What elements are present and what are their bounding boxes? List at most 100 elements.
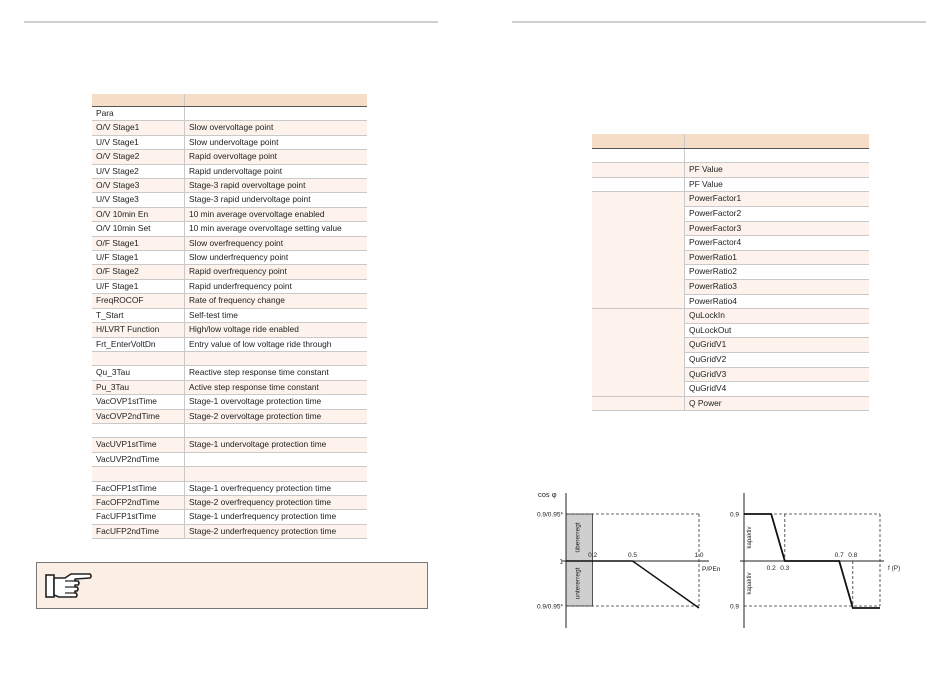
param-cell: Frt_EnterVoltDn [92,337,185,352]
group-cell [592,308,685,397]
param-cell: O/V 10min Set [92,221,185,237]
description-cell: Self-test time [184,308,367,324]
table-row: QuGridV1 [592,337,869,353]
description-cell: Stage-2 overfrequency protection time [184,495,367,511]
setting-cell: PowerRatio4 [684,294,869,310]
param-cell: U/F Stage1 [92,250,185,266]
y-axis-label: cos φ [538,490,557,499]
description-cell [184,423,367,439]
description-cell: Rapid undervoltage point [184,164,367,180]
description-cell: Active step response time constant [184,380,367,396]
setting-cell: PowerFactor1 [684,191,869,207]
y-tick-label: 0.9 [730,604,739,611]
group-cell [592,191,685,310]
param-cell: FacOFP1stTime [92,481,185,496]
description-cell: 10 min average overvoltage enabled [184,207,367,223]
table-row: PF Value [592,162,869,178]
param-cell: FacUFP1stTime [92,509,185,525]
description-cell: Slow overvoltage point [184,120,367,136]
cosphi-power-chart: cos φ0.9/0.95*10.9/0.95*0.20.51.0P/PEmax… [537,490,720,628]
description-cell [184,452,367,468]
description-cell: Stage-1 overvoltage protection time [184,394,367,410]
description-cell: 10 min average overvoltage setting value [184,221,367,237]
param-cell: FacUFP2ndTime [92,524,185,540]
param-cell [92,423,185,439]
description-cell: Rapid overvoltage point [184,149,367,165]
setting-cell: PowerRatio1 [684,250,869,266]
param-cell: Pu_3Tau [92,380,185,396]
table-row [92,423,367,439]
description-cell: Rate of frequency change [184,293,367,309]
setting-cell [684,148,869,164]
table-row [92,351,367,367]
param-cell: U/V Stage1 [92,135,185,151]
setting-cell: QuGridV3 [684,367,869,383]
x-tick-label: 0.2 [588,552,597,559]
table-row: PF Value [592,177,869,193]
setting-cell: Q Power [684,396,869,412]
param-cell: T_Start [92,308,185,324]
region-label: übererregt [574,522,581,552]
header-cell [684,134,869,149]
table-row: PowerRatio1 [592,250,869,266]
param-cell: FreqROCOF [92,293,185,309]
param-cell: U/V Stage3 [92,192,185,208]
table-header [592,134,869,149]
table-row: PowerRatio2 [592,264,869,280]
x-tick-label: 0.3 [780,565,789,572]
param-cell: O/V Stage2 [92,149,185,165]
region-label: untererregt [574,567,581,599]
pointing-hand-icon [45,573,92,598]
description-cell [184,351,367,367]
series-line [744,513,880,609]
setting-cell: PowerRatio3 [684,279,869,295]
setting-cell: PF Value [684,162,869,178]
y-tick-label: 0.9 [730,512,739,519]
group-cell [592,148,685,164]
description-cell: Slow overfrequency point [184,236,367,252]
param-cell [92,466,185,482]
param-cell: O/V Stage3 [92,178,185,194]
top-rule-right [512,21,926,23]
param-cell [92,351,185,367]
setting-cell: QuLockOut [684,323,869,339]
table-row: PowerFactor2 [592,206,869,222]
table-row: PowerFactor1 [592,191,869,310]
param-cell: VacOVP2ndTime [92,409,185,424]
param-cell: Qu_3Tau [92,365,185,381]
description-cell: High/low voltage ride enabled [184,322,367,338]
table-row: PowerFactor4 [592,235,869,251]
table-row [92,466,367,482]
description-cell: Entry value of low voltage ride through [184,337,367,352]
param-cell: H/LVRT Function [92,322,185,338]
note-box [36,562,428,609]
series-line [566,560,700,609]
x-tick-label: 0.2 [767,565,776,572]
table-row: VacUVP2ndTime [92,452,367,468]
x-tick-label: 0.5 [628,552,637,559]
table-row: PowerFactor3 [592,221,869,237]
param-cell: VacOVP1stTime [92,394,185,410]
y-tick-label: 0.9/0.95* [537,604,563,611]
header-cell [92,94,185,107]
setting-cell: PF Value [684,177,869,193]
y-tick-label: 0.9/0.95* [537,512,563,519]
group-cell [592,162,685,178]
table-row [592,148,869,164]
top-rule-left [24,21,438,23]
